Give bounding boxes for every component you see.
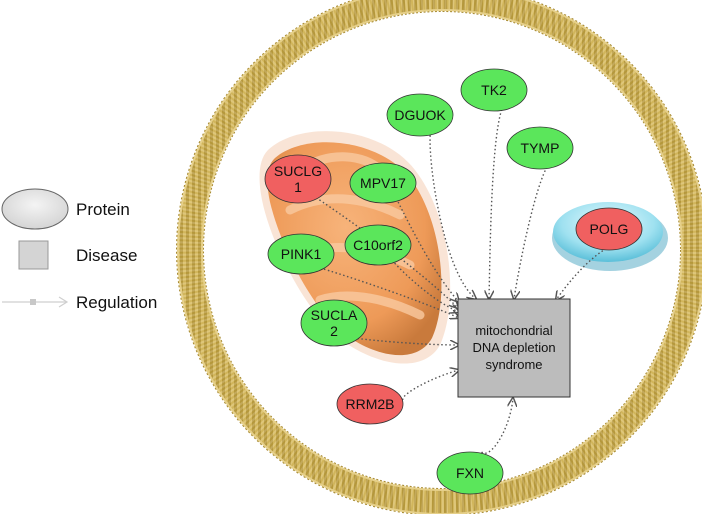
protein-node-shape [506,126,574,170]
disease-label-line-3: syndrome [485,357,542,372]
regulation-edge-dguok [429,127,476,299]
protein-node-c10orf2[interactable]: C10orf2 [344,224,412,266]
regulation-edge-tk2 [489,102,507,299]
protein-node-label: TYMP [521,140,560,156]
protein-node-label: C10orf2 [353,237,403,253]
protein-node-shape [336,383,404,425]
protein-node-rrm2b[interactable]: RRM2B [336,383,404,425]
protein-node-label: SUCLA [311,307,358,323]
protein-node-label: SUCLG [274,163,322,179]
protein-node-tymp[interactable]: TYMP [506,126,574,170]
legend-disease-label: Disease [76,246,137,265]
protein-node-label: PINK1 [281,246,322,262]
protein-node-shape [264,154,332,204]
legend-regulation-arrow [2,296,69,308]
disease-label-line-2: DNA depletion [472,340,555,355]
protein-node-shape [344,224,412,266]
protein-node-label: TK2 [481,82,507,98]
legend-regulation-label: Regulation [76,293,157,312]
regulation-edge-rrm2b [402,370,459,401]
regulation-edge-sucla2 [345,336,459,345]
protein-node-dguok[interactable]: DGUOK [386,93,454,137]
legend-protein-shape [1,188,69,230]
protein-node-label: POLG [590,221,629,237]
protein-node-label: FXN [456,465,484,481]
protein-node-shape [300,299,368,347]
protein-node-shape [575,207,643,251]
protein-node-shape [436,451,504,495]
regulation-edge-fxn [481,398,513,455]
protein-node-tk2[interactable]: TK2 [460,68,528,112]
cell-membrane [176,0,702,514]
regulation-edge-tymp [514,160,553,299]
legend: Protein Disease Regulation [1,188,157,312]
protein-node-shape [349,162,417,204]
legend-protein-label: Protein [76,200,130,219]
protein-node-shape [386,93,454,137]
protein-node-mpv17[interactable]: MPV17 [349,162,417,204]
protein-node-label: MPV17 [360,175,406,191]
protein-node-pink1[interactable]: PINK1 [267,233,335,275]
protein-node-label: 1 [294,179,302,195]
legend-disease-shape [18,240,49,270]
protein-node-polg[interactable]: POLG [575,207,643,251]
protein-node-label: 2 [330,323,338,339]
disease-label-line-1: mitochondrial [475,323,552,338]
protein-node-label: DGUOK [394,107,446,123]
disease-node[interactable]: mitochondrial DNA depletion syndrome [457,298,571,398]
protein-node-shape [267,233,335,275]
protein-node-label: RRM2B [345,396,394,412]
protein-node-shape [460,68,528,112]
protein-node-fxn[interactable]: FXN [436,451,504,495]
